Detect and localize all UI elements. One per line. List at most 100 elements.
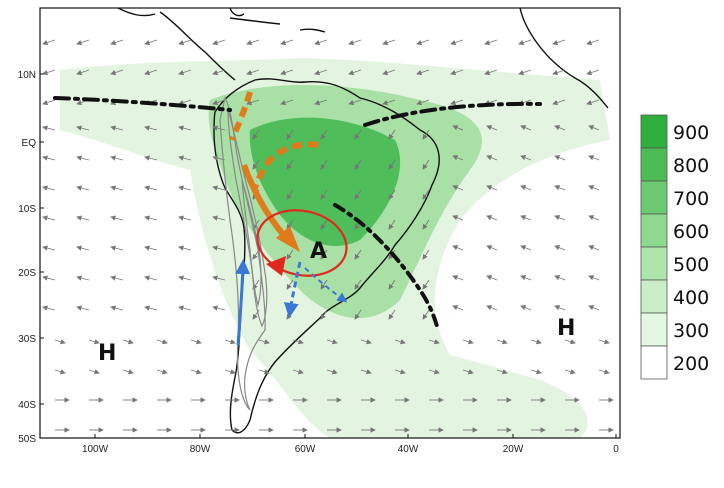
wind-arrow — [382, 99, 396, 106]
wind-arrow — [110, 305, 124, 311]
convergence-zones — [53, 96, 542, 332]
wind-arrow — [212, 99, 226, 106]
circulation-loop — [256, 209, 348, 277]
wind-arrow — [416, 39, 430, 46]
bolivian-circulation — [256, 209, 348, 277]
wind-arrow — [212, 125, 226, 131]
wind-arrow — [144, 155, 158, 161]
itcz-west — [53, 96, 232, 112]
wind-arrow — [76, 215, 90, 221]
legend-level-label: 500 — [673, 254, 709, 276]
wind-arrow — [76, 155, 90, 161]
wind-arrow — [280, 99, 294, 106]
legend-swatch — [640, 345, 668, 380]
wind-arrow — [588, 275, 600, 281]
y-tick-label: 10N — [18, 70, 36, 81]
map-frame — [39, 7, 621, 439]
wind-arrow — [252, 129, 260, 140]
x-tick-label: 0 — [613, 444, 619, 455]
wind-arrow — [486, 125, 498, 131]
wind-arrow — [520, 245, 532, 251]
wind-arrow — [552, 69, 566, 76]
wind-arrow — [452, 185, 464, 191]
y-tick-label: 10S — [18, 204, 36, 215]
wind-arrow — [452, 155, 464, 161]
wind-arrow — [42, 185, 56, 191]
jet-dashed-east — [252, 141, 319, 190]
sacz — [333, 203, 440, 332]
wind-arrow — [598, 369, 610, 375]
wind-arrow — [42, 39, 56, 46]
wind-arrow — [76, 39, 90, 46]
low-level-flows — [235, 259, 348, 346]
wind-arrow — [314, 39, 328, 46]
wind-arrow — [520, 125, 532, 131]
wind-arrow — [212, 275, 226, 281]
wind-vectors — [42, 39, 614, 433]
wind-arrow — [76, 125, 90, 131]
wind-arrow — [144, 185, 158, 191]
legend-level-label: 400 — [673, 287, 709, 309]
wind-arrow — [422, 279, 430, 290]
y-tick-label: 20S — [18, 268, 36, 279]
wind-arrow — [520, 155, 532, 161]
wind-arrow — [520, 185, 532, 191]
wind-arrow — [42, 275, 56, 281]
wind-arrow — [586, 39, 600, 46]
x-tick-label: 100W — [82, 444, 109, 455]
wind-arrow — [320, 219, 328, 230]
wind-arrow — [388, 159, 396, 170]
wind-arrow — [76, 275, 90, 281]
legend-swatch — [640, 213, 668, 248]
legend-swatch — [640, 312, 668, 347]
wind-arrow — [348, 69, 362, 76]
wind-arrow — [394, 369, 406, 375]
wind-arrow — [280, 39, 294, 46]
y-tick-label: 30S — [18, 334, 36, 345]
wind-arrow — [496, 369, 508, 375]
wind-arrow — [292, 339, 304, 345]
wind-arrow — [452, 245, 464, 251]
wind-arrow — [388, 279, 396, 290]
wind-arrow — [320, 189, 328, 200]
wind-arrow — [258, 369, 270, 375]
precip-dark-region — [249, 117, 401, 246]
wind-arrow — [314, 69, 328, 76]
wind-arrow — [212, 215, 226, 221]
wind-arrow — [416, 99, 430, 106]
wind-arrow — [450, 99, 464, 106]
wind-arrow — [388, 189, 396, 200]
wind-arrow — [246, 69, 260, 76]
wind-arrow — [484, 69, 498, 76]
wind-arrow — [224, 369, 236, 375]
wind-arrow — [144, 245, 158, 251]
wind-arrow — [588, 185, 600, 191]
andes-contours — [219, 96, 268, 411]
wind-arrow — [354, 279, 362, 290]
wind-arrow — [554, 185, 566, 191]
wind-arrow — [178, 69, 192, 76]
wind-arrow — [598, 339, 610, 345]
wind-arrow — [518, 69, 532, 76]
wind-arrow — [212, 69, 226, 76]
legend-level-label: 600 — [673, 221, 709, 243]
legend-swatch — [640, 279, 668, 314]
wind-arrow — [144, 125, 158, 131]
wind-arrow — [588, 245, 600, 251]
wind-arrow — [388, 219, 396, 230]
x-tick-label: 20W — [503, 444, 524, 455]
jet-arrowhead — [276, 226, 300, 252]
wind-arrow — [246, 99, 260, 106]
anticyclone-label: A — [310, 239, 327, 264]
wind-arrow — [190, 369, 202, 375]
wind-arrow — [122, 369, 134, 375]
wind-arrow — [552, 39, 566, 46]
africa-coast — [519, 8, 609, 109]
wind-arrow — [326, 339, 338, 345]
coastlines — [117, 8, 609, 434]
wind-arrow — [258, 339, 270, 345]
wind-arrow — [348, 39, 362, 46]
wind-arrow — [354, 249, 362, 260]
